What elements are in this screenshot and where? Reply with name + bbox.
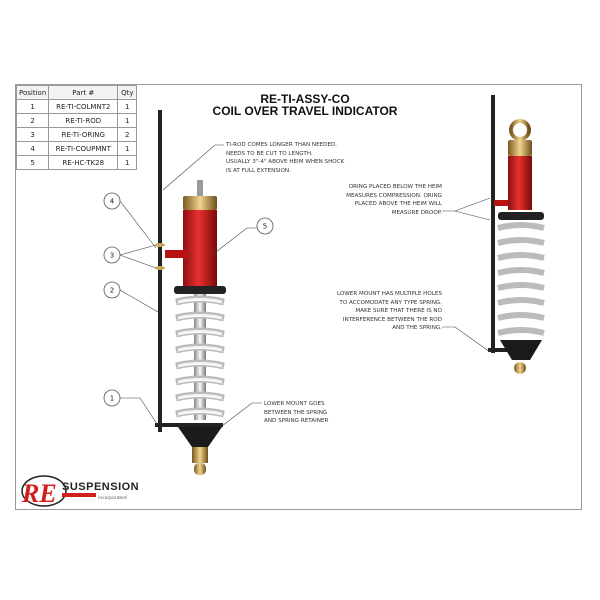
note-line: AND THE SPRING. (392, 325, 442, 332)
note-line: LOWER MOUNT HAS MULTIPLE HOLES (336, 291, 442, 297)
shock-body (183, 210, 217, 292)
note-lower-mount: LOWER MOUNT GOES BETWEEN THE SPRING AND … (264, 400, 328, 426)
note-line: NEEDS TO BE CUT TO LENGTH. (226, 150, 313, 157)
balloon-1 (103, 389, 121, 407)
lower-eyelet-right (514, 362, 526, 374)
right-shock-assembly (488, 95, 545, 374)
spring-retainer (178, 427, 222, 447)
logo-name: SUSPENSION (62, 481, 140, 493)
bom-header-row: Position Part # Qty (15, 85, 138, 100)
note-line: ORING PLACED BELOW THE HEIM (348, 184, 442, 190)
left-shock-assembly (155, 110, 226, 475)
drawing-number: RE-TI-ASSY-CO (260, 92, 350, 106)
note-line: MEASURE DROOP. (391, 209, 442, 216)
note-line: BETWEEN THE SPRING (264, 409, 328, 416)
balloon-1-label: 1 (110, 395, 114, 403)
cell: 5 (15, 155, 50, 170)
note-line: LOWER MOUNT GOES (264, 401, 325, 407)
balloons (103, 192, 274, 407)
oring-lower (155, 266, 165, 270)
leader-lines (119, 144, 491, 427)
col-part: Part # (48, 85, 119, 100)
balloon-5 (256, 217, 274, 235)
note-line: TO ACCOMODATE ANY TYPE SPRING. (339, 299, 442, 306)
drawing-frame (15, 84, 582, 510)
balloon-2-label: 2 (110, 287, 114, 295)
logo-mark: RE (21, 479, 57, 508)
re-suspension-logo: RE (21, 475, 96, 508)
balloon-4-label: 4 (110, 198, 115, 206)
col-qty: Qty (117, 85, 138, 100)
note-oring: ORING PLACED BELOW THE HEIM MEASURES COM… (346, 183, 442, 217)
lower-eyelet (194, 463, 206, 475)
note-line: PLACED ABOVE THE HEIM WILL (354, 201, 442, 208)
drawing-title: COIL OVER TRAVEL INDICATOR (212, 104, 398, 118)
ti-rod (158, 110, 162, 432)
col-position: Position (15, 85, 50, 100)
balloon-3-label: 3 (110, 252, 114, 260)
note-line: USUALLY 3"-4" ABOVE HEIM WHEN SHOCK (226, 159, 345, 166)
coupler-mount (165, 250, 187, 258)
note-line: AND SPRING RETAINER (264, 418, 329, 425)
note-line: IS AT FULL EXTENSION. (226, 167, 291, 174)
balloon-3 (103, 246, 121, 264)
balloon-5-label: 5 (263, 223, 267, 231)
ti-rod-right (491, 95, 495, 353)
note-line: MEASURES COMPRESSION. ORING (346, 192, 442, 199)
oring-upper (155, 243, 165, 247)
top-cap (183, 196, 217, 210)
note-ti-rod: TI-ROD COMES LONGER THAN NEEDED. NEEDS T… (226, 141, 344, 175)
note-line: TI-ROD COMES LONGER THAN NEEDED. (226, 142, 338, 148)
balloon-2 (103, 281, 121, 299)
note-line: INTERFERENCE BETWEEN THE ROD (342, 316, 442, 323)
cell: 1 (117, 155, 138, 170)
note-line: MAKE SURE THAT THERE IS NO (355, 308, 442, 315)
balloon-4 (103, 192, 121, 210)
note-lower-mount-holes: LOWER MOUNT HAS MULTIPLE HOLES TO ACCOMO… (337, 290, 442, 333)
logo-sub: incorporated (98, 496, 127, 501)
lower-mount (155, 423, 223, 427)
